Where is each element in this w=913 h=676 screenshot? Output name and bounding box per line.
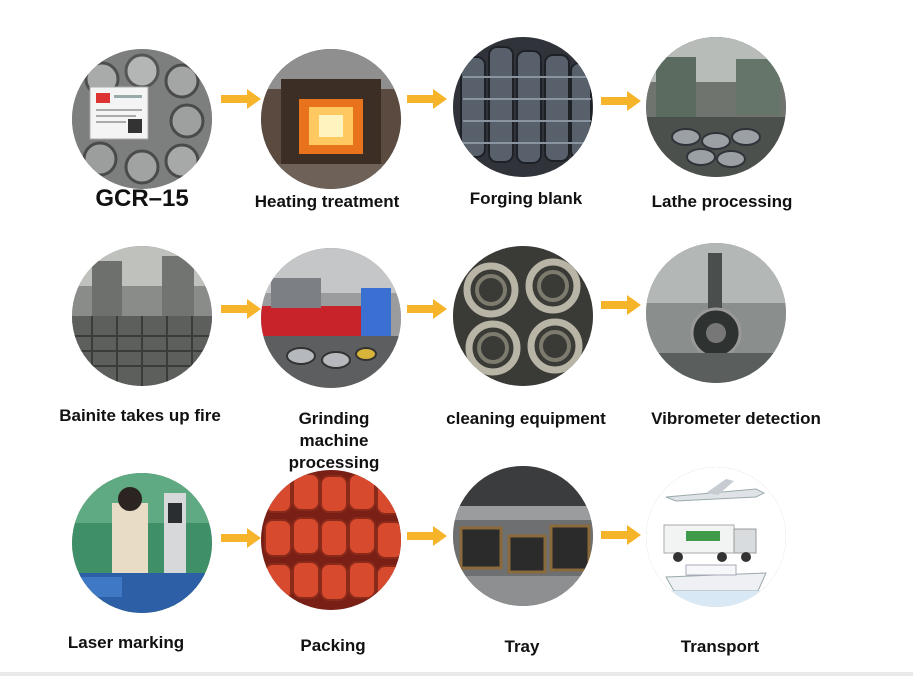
- arrow-8: [407, 525, 447, 547]
- arrow-1: [221, 88, 261, 110]
- step-4-label: Lathe processing: [651, 192, 793, 211]
- step-3-label: Forging blank: [469, 189, 583, 208]
- arrow-4: [221, 298, 261, 320]
- bearing-cleaning-icon: [453, 246, 593, 386]
- transport-icon: [646, 467, 786, 607]
- step-2-image: [261, 49, 401, 189]
- arrow-right-icon: [407, 526, 447, 546]
- tray-icon: [453, 466, 593, 606]
- furnace-icon: [261, 49, 401, 189]
- packing-icon: [261, 470, 401, 610]
- bottom-divider: [0, 672, 913, 676]
- step-8-image: [646, 243, 786, 383]
- step-5-image: [72, 246, 212, 386]
- step-12-image: [646, 467, 786, 607]
- arrow-2: [407, 88, 447, 110]
- arrow-6: [601, 294, 641, 316]
- arrow-9: [601, 524, 641, 546]
- step-11-image: [453, 466, 593, 606]
- arrow-7: [221, 527, 261, 549]
- arrow-3: [601, 90, 641, 112]
- step-1-image: [72, 49, 212, 189]
- step-10-label: Packing: [300, 636, 366, 655]
- step-8-label: Vibrometer detection: [651, 409, 821, 428]
- arrow-right-icon: [221, 89, 261, 109]
- step-12-label: Transport: [680, 637, 760, 656]
- step-9-image: [72, 473, 212, 613]
- laser-marking-icon: [72, 473, 212, 613]
- step-1-label: GCR–15: [95, 185, 189, 212]
- step-10-image: [261, 470, 401, 610]
- arrow-5: [407, 298, 447, 320]
- bainite-furnace-icon: [72, 246, 212, 386]
- arrow-right-icon: [221, 528, 261, 548]
- step-7-image: [453, 246, 593, 386]
- step-4-image: [646, 37, 786, 177]
- steel-bars-icon: [72, 49, 212, 189]
- lathe-icon: [646, 37, 786, 177]
- grinding-machine-icon: [261, 248, 401, 388]
- step-9-label: Laser marking: [67, 633, 185, 652]
- forged-rings-icon: [453, 37, 593, 177]
- step-2-label: Heating treatment: [254, 192, 400, 211]
- step-6-label: Grinding machine processing: [288, 409, 380, 472]
- arrow-right-icon: [407, 89, 447, 109]
- arrow-right-icon: [601, 91, 641, 111]
- step-6-image: [261, 248, 401, 388]
- step-5-label: Bainite takes up fire: [59, 406, 221, 425]
- step-7-label: cleaning equipment: [446, 409, 606, 428]
- arrow-right-icon: [601, 295, 641, 315]
- step-11-label: Tray: [504, 637, 540, 656]
- arrow-right-icon: [601, 525, 641, 545]
- arrow-right-icon: [407, 299, 447, 319]
- step-3-image: [453, 37, 593, 177]
- vibrometer-icon: [646, 243, 786, 383]
- arrow-right-icon: [221, 299, 261, 319]
